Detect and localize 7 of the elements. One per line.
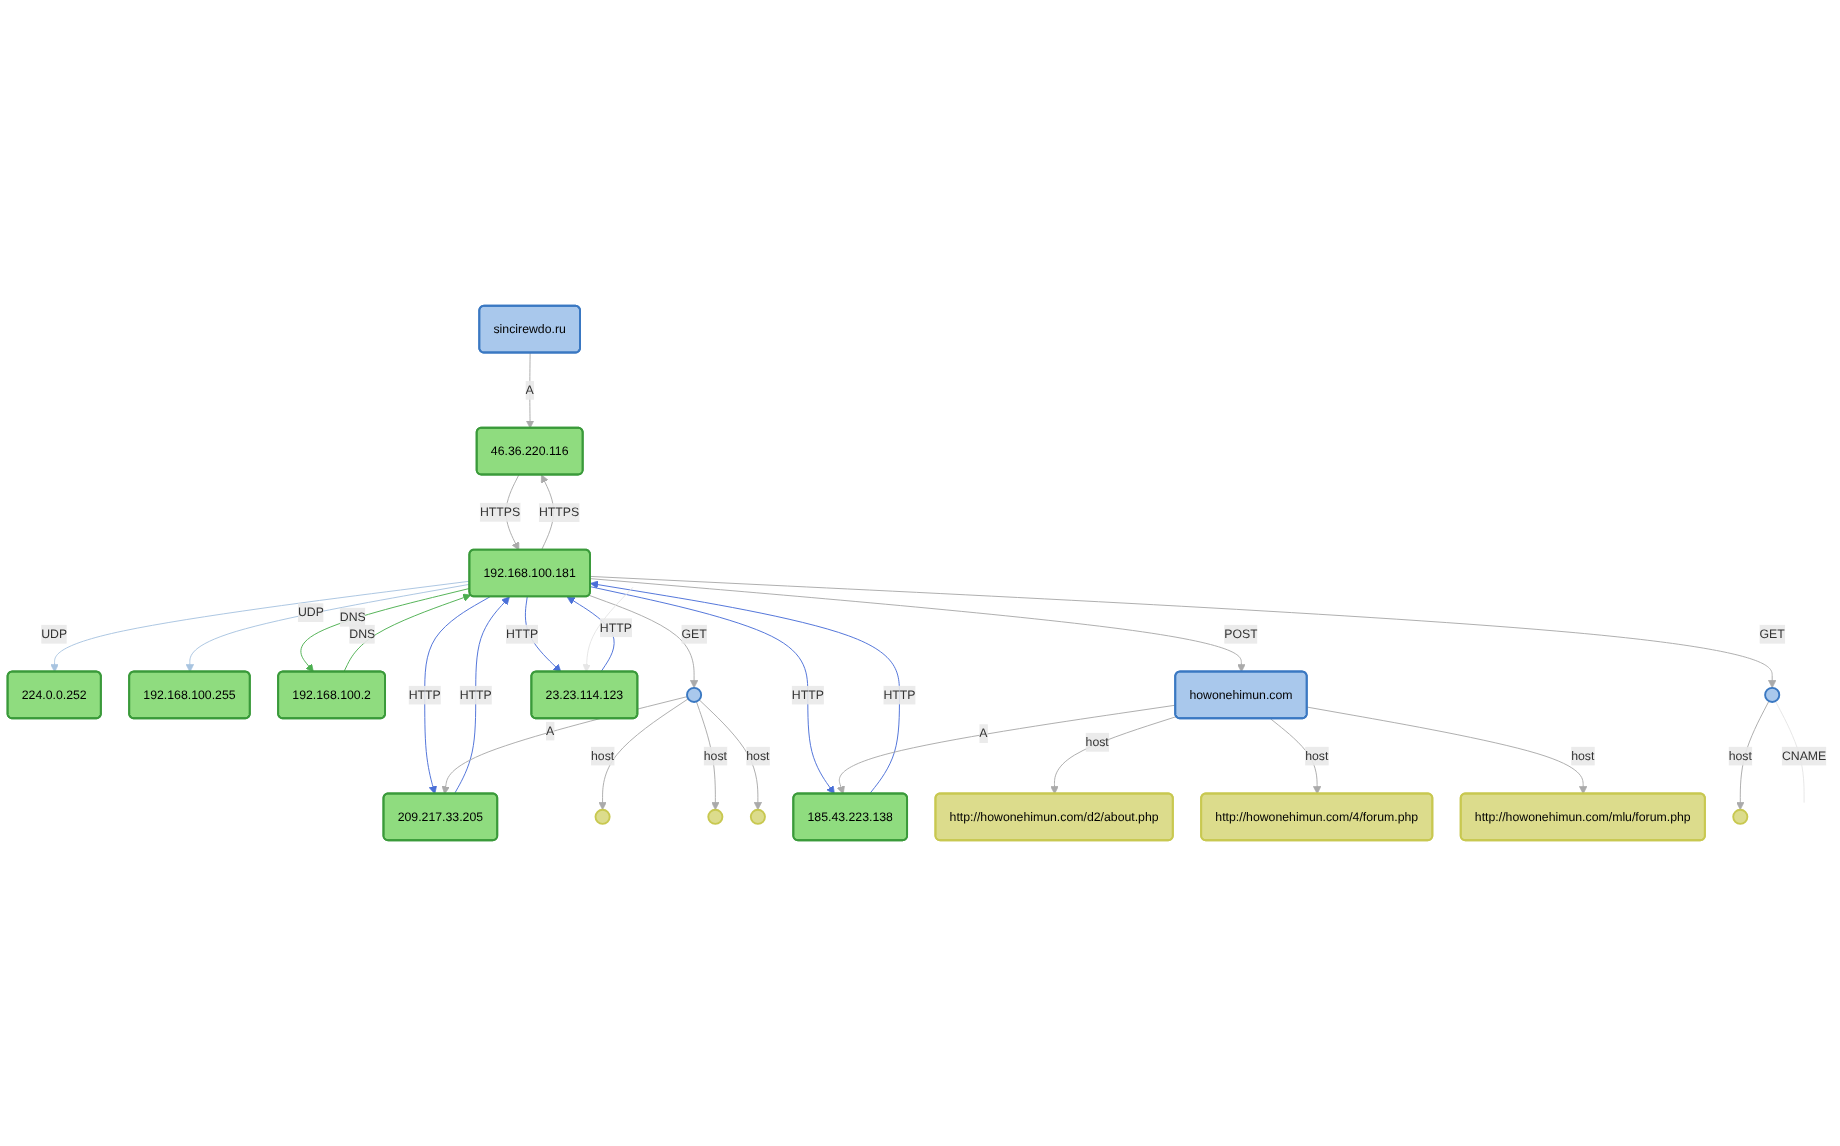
node-circle (686, 686, 703, 703)
node-circle (1732, 808, 1749, 825)
connector (1775, 700, 1805, 804)
node-circle (1764, 686, 1781, 703)
node-circle (749, 808, 766, 825)
node-circle (594, 808, 611, 825)
node-circle (707, 808, 724, 825)
